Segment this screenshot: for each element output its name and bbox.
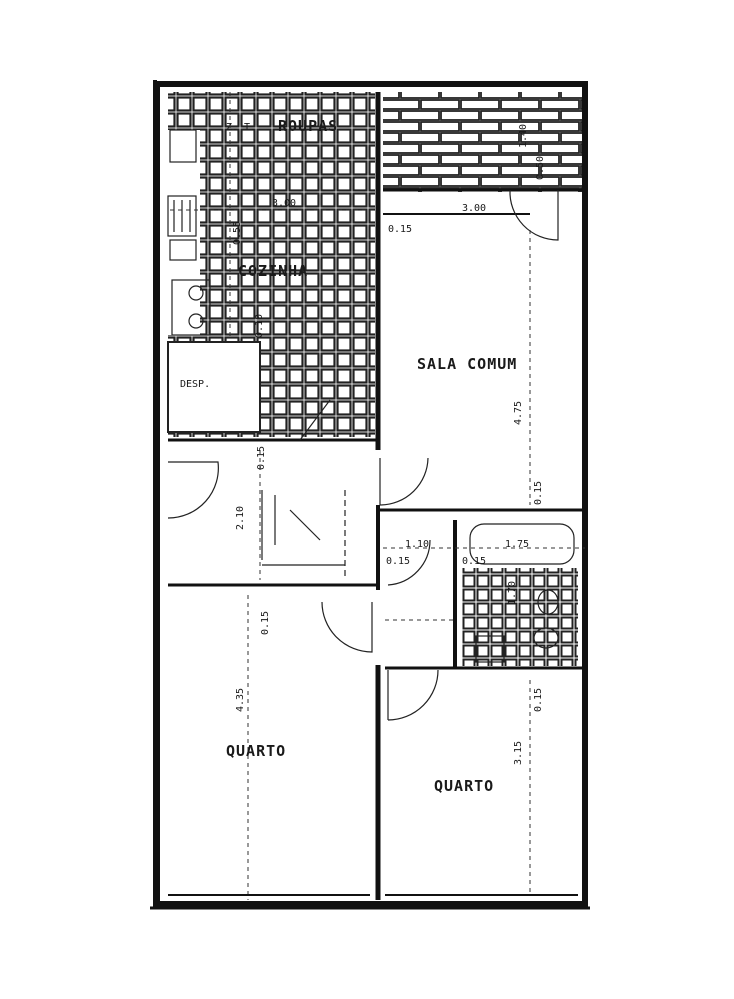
- laundry-bricks: [383, 92, 583, 192]
- dim-quarto-right-height: 3.15: [513, 741, 524, 765]
- dim-quarto-left-wall: 0.15: [260, 611, 271, 635]
- dim-hall-width: 1.10: [405, 539, 429, 550]
- dim-bath-wall: 0.15: [462, 556, 486, 567]
- bath-tiles: [462, 568, 578, 666]
- dim-bath-height: 1.70: [507, 581, 518, 605]
- dim-wall-015-a: 0.15: [388, 224, 412, 235]
- room-label-roupas-prefix: Z. T.: [226, 122, 256, 133]
- dim-bath-width: 1.75: [505, 539, 529, 550]
- pantry-area: [167, 341, 261, 433]
- dim-quarto-left-height: 4.35: [235, 688, 246, 712]
- dim-hall-wall: 0.15: [256, 446, 267, 470]
- toilet: [537, 589, 559, 615]
- room-label-roupas: ROUPAS: [278, 117, 338, 135]
- room-label-quarto-left: QUARTO: [226, 742, 286, 760]
- room-label-desp: DESP.: [180, 379, 210, 390]
- dim-kitchen-mid: 0.10: [254, 314, 265, 338]
- dim-wall-015-c: 0.15: [386, 556, 410, 567]
- room-label-quarto-right: QUARTO: [434, 777, 494, 795]
- washbasin: [475, 635, 505, 663]
- dim-kitchen-width: 3.00: [272, 198, 296, 209]
- room-label-cozinha: COZINHA: [238, 262, 308, 280]
- dim-hall-height: 2.10: [235, 506, 246, 530]
- dim-kitchen-side: 0.55: [232, 221, 243, 245]
- dim-sala-height: 4.75: [513, 401, 524, 425]
- door-swing: [167, 461, 219, 519]
- bathtub: [469, 523, 575, 565]
- sink: [169, 129, 197, 163]
- dim-sala-width: 3.00: [462, 203, 486, 214]
- room-label-sala-comum: SALA COMUM: [417, 355, 517, 373]
- dim-quarto-right-wall: 0.15: [533, 688, 544, 712]
- dim-laundry-height: 1.40: [518, 124, 529, 148]
- counter-area: [168, 130, 200, 335]
- stove: [171, 279, 211, 336]
- dim-wall-015-b: 0.15: [533, 481, 544, 505]
- dimension-gap: [375, 196, 583, 220]
- dim-laundry-small: 0.50: [535, 156, 546, 180]
